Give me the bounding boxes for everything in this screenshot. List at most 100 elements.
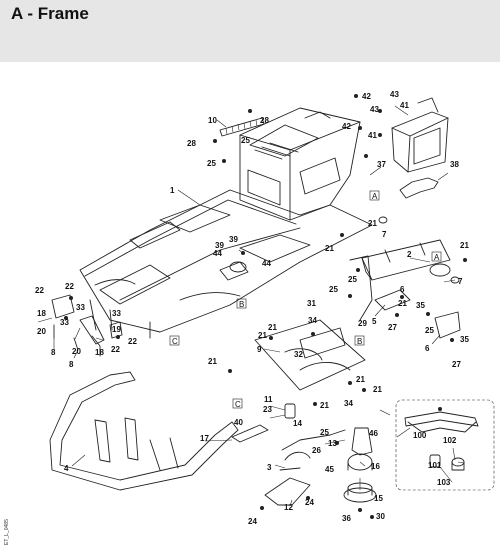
label-38: 38 xyxy=(450,160,459,169)
label-3: 3 xyxy=(267,463,272,472)
label-17: 17 xyxy=(200,434,209,443)
ref-marker-a: A xyxy=(372,192,378,201)
trim-strip-10 xyxy=(219,117,265,137)
mounting-plate xyxy=(254,319,366,391)
ref-marker-b-2: B xyxy=(357,337,362,346)
label-7: 7 xyxy=(382,230,387,239)
label-21j: 21 xyxy=(320,401,329,410)
label-22: 22 xyxy=(35,286,44,295)
label-22c: 22 xyxy=(128,337,137,346)
label-102: 102 xyxy=(443,436,457,445)
label-28b: 28 xyxy=(187,139,196,148)
label-22b: 22 xyxy=(65,282,74,291)
label-21f: 21 xyxy=(258,331,267,340)
label-1: 1 xyxy=(170,186,175,195)
label-103: 103 xyxy=(437,478,451,487)
label-26: 26 xyxy=(312,446,321,455)
handle-38 xyxy=(399,177,439,199)
label-25f: 25 xyxy=(320,428,329,437)
label-8b: 8 xyxy=(69,360,74,369)
label-41: 41 xyxy=(400,101,409,110)
label-34b: 34 xyxy=(344,399,353,408)
label-16: 16 xyxy=(371,462,380,471)
label-21i: 21 xyxy=(373,385,382,394)
label-40: 40 xyxy=(234,418,243,427)
label-18b: 18 xyxy=(95,348,104,357)
label-10: 10 xyxy=(208,116,217,125)
label-37: 37 xyxy=(377,160,386,169)
side-brackets xyxy=(51,294,123,357)
label-21b: 21 xyxy=(325,244,334,253)
label-6: 6 xyxy=(400,285,405,294)
label-6b: 6 xyxy=(425,344,430,353)
battery-box xyxy=(391,97,449,173)
label-32: 32 xyxy=(294,350,303,359)
label-27: 27 xyxy=(388,323,397,332)
label-21g: 21 xyxy=(208,357,217,366)
label-25c: 25 xyxy=(348,275,357,284)
label-45: 45 xyxy=(325,465,334,474)
label-18: 18 xyxy=(37,309,46,318)
label-34: 34 xyxy=(308,316,317,325)
label-9: 9 xyxy=(257,345,262,354)
label-42b: 42 xyxy=(342,122,351,131)
label-41b: 41 xyxy=(368,131,377,140)
label-21d: 21 xyxy=(398,299,407,308)
front-axle xyxy=(349,239,461,339)
label-35: 35 xyxy=(416,301,425,310)
label-101: 101 xyxy=(428,461,442,470)
main-frame xyxy=(79,189,373,339)
page-title: A - Frame xyxy=(11,4,89,23)
label-33: 33 xyxy=(76,303,85,312)
label-25d: 25 xyxy=(329,285,338,294)
label-21h: 21 xyxy=(356,375,365,384)
inset-box xyxy=(395,399,495,491)
label-20: 20 xyxy=(37,327,46,336)
fender-box xyxy=(239,107,361,221)
label-4: 4 xyxy=(64,464,69,473)
label-25e: 25 xyxy=(425,326,434,335)
label-21e: 21 xyxy=(268,323,277,332)
label-100: 100 xyxy=(413,431,427,440)
label-44: 44 xyxy=(213,249,222,258)
label-27b: 27 xyxy=(452,360,461,369)
label-21: 21 xyxy=(368,219,377,228)
label-46: 46 xyxy=(369,429,378,438)
label-7b: 7 xyxy=(458,277,463,286)
label-23: 23 xyxy=(263,405,272,414)
pedal-linkage xyxy=(231,403,346,506)
label-24: 24 xyxy=(248,517,257,526)
front-bumper xyxy=(49,371,239,491)
label-30: 30 xyxy=(376,512,385,521)
label-42: 42 xyxy=(362,92,371,101)
label-24b: 24 xyxy=(305,498,314,507)
label-13: 13 xyxy=(328,439,337,448)
label-31: 31 xyxy=(307,299,316,308)
label-19: 19 xyxy=(112,325,121,334)
ref-marker-c: C xyxy=(172,337,178,346)
label-43b: 43 xyxy=(370,105,379,114)
label-25b: 25 xyxy=(207,159,216,168)
label-28: 28 xyxy=(260,116,269,125)
ref-marker-a-2: A xyxy=(434,253,440,262)
label-43: 43 xyxy=(390,90,399,99)
leader-lines xyxy=(37,105,465,507)
part-number-labels: 1 2 3 4 5 6 6 7 7 8 8 9 10 11 12 13 14 1… xyxy=(35,90,469,526)
label-15: 15 xyxy=(374,494,383,503)
label-12: 12 xyxy=(284,503,293,512)
side-code: ET_L_0485 xyxy=(4,519,10,545)
label-39: 39 xyxy=(229,235,238,244)
ref-marker-b: B xyxy=(239,300,244,309)
header-bar: A - Frame xyxy=(0,0,500,62)
label-44b: 44 xyxy=(262,259,271,268)
label-35b: 35 xyxy=(460,335,469,344)
label-39b: 39 xyxy=(215,241,224,250)
label-25: 25 xyxy=(241,136,250,145)
label-2: 2 xyxy=(407,250,412,259)
label-33b: 33 xyxy=(60,318,69,327)
label-14: 14 xyxy=(293,419,302,428)
label-8: 8 xyxy=(51,348,56,357)
label-36: 36 xyxy=(342,514,351,523)
frame-exploded-diagram: A A B B C C 1 2 3 4 5 6 6 7 7 8 8 9 10 1… xyxy=(4,90,495,545)
label-11: 11 xyxy=(264,395,273,404)
